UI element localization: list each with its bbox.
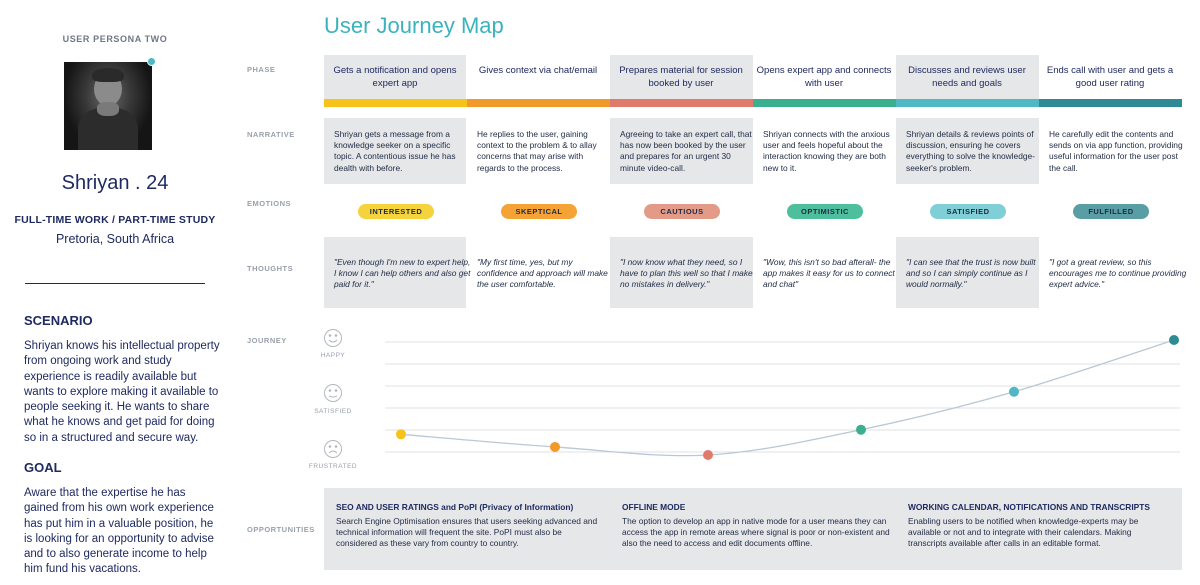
sad-face-icon	[324, 440, 342, 458]
opportunity-title: OFFLINE MODE	[622, 502, 686, 512]
emotion-badge: FULFILLED	[1073, 204, 1149, 219]
happy-face-icon	[324, 329, 342, 347]
thought-text: "I can see that the trust is now built a…	[906, 257, 1036, 290]
narrative-text: Shriyan details & reviews points of disc…	[906, 129, 1035, 173]
journey-point	[703, 450, 713, 460]
divider	[25, 283, 205, 284]
thought-text: "Even though I'm new to expert help, I k…	[334, 257, 471, 290]
thought-text: "I now know what they need, so I have to…	[620, 257, 753, 290]
journey-point	[1009, 386, 1019, 397]
persona-location: Pretoria, South Africa	[55, 232, 175, 246]
phase-label: Ends call with user and gets a good user…	[1046, 65, 1174, 89]
level-label-happy: HAPPY	[320, 352, 346, 359]
level-label-frustrated: FRUSTRATED	[308, 463, 358, 470]
persona-label: USER PERSONA TWO	[62, 34, 168, 44]
journey-point	[550, 441, 560, 452]
map-title: User Journey Map	[324, 13, 504, 38]
emotion-badge: SKEPTICAL	[501, 204, 577, 219]
thought-box	[896, 237, 1039, 308]
phase-label: Prepares material for session booked by …	[619, 65, 743, 89]
thought-text: "Wow, this isn't so bad afterall- the ap…	[763, 257, 895, 290]
thought-text: "I got a great review, so this encourage…	[1049, 257, 1187, 290]
journey-curve	[400, 339, 1175, 457]
narrative-box	[324, 118, 466, 184]
opportunity-text: Search Engine Optimisation ensures that …	[336, 516, 598, 548]
persona-photo	[64, 62, 152, 150]
status-dot	[147, 57, 156, 66]
phase-band	[896, 99, 1039, 107]
phase-label: Gets a notification and opens expert app	[333, 65, 457, 89]
journey-point	[856, 424, 866, 435]
neutral-face-icon	[324, 384, 342, 402]
phase-label: Discusses and reviews user needs and goa…	[908, 65, 1026, 89]
level-label-satisfied: SATISFIED	[314, 408, 352, 415]
phase-label: Gives context via chat/email	[478, 65, 598, 76]
phase-band	[1039, 99, 1182, 107]
goal-heading: GOAL	[24, 460, 62, 475]
narrative-text: He replies to the user, gaining context …	[477, 129, 597, 173]
phase-label: Opens expert app and connects with user	[756, 65, 892, 89]
narrative-text: Shriyan connects with the anxious user a…	[763, 129, 890, 173]
opportunity-text: The option to develop an app in native m…	[622, 516, 890, 548]
narrative-text: Agreeing to take an expert call, that ha…	[620, 129, 752, 173]
row-label-opportunities: OPPORTUNITIES	[247, 525, 315, 534]
phase-band	[467, 99, 610, 107]
scenario-heading: SCENARIO	[24, 313, 93, 328]
phase-box	[610, 55, 753, 99]
emotion-badge: CAUTIOUS	[644, 204, 720, 219]
thought-box	[610, 237, 753, 308]
phase-box	[896, 55, 1039, 99]
phase-band	[324, 99, 467, 107]
phase-band	[610, 99, 753, 107]
emotion-badge: INTERESTED	[358, 204, 434, 219]
goal-text: Aware that the expertise he has gained f…	[24, 487, 214, 576]
emotion-badge: SATISFIED	[930, 204, 1006, 219]
opportunities-panel	[324, 488, 1182, 570]
row-label-journey: JOURNEY	[247, 336, 287, 345]
phase-box	[324, 55, 466, 99]
row-label-emotions: EMOTIONS	[247, 199, 292, 208]
emotion-badge: OPTIMISTIC	[787, 204, 863, 219]
thought-text: "My first time, yes, but my confidence a…	[477, 257, 608, 290]
narrative-box	[896, 118, 1039, 184]
row-label-thoughts: THOUGHTS	[247, 264, 294, 273]
narrative-box	[610, 118, 753, 184]
journey-point	[1169, 335, 1179, 345]
scenario-text: Shriyan knows his intellectual property …	[24, 340, 220, 444]
opportunity-text: Enabling users to be notified when knowl…	[908, 516, 1139, 548]
row-label-phase: PHASE	[247, 65, 276, 74]
thought-box	[324, 237, 466, 308]
phase-band	[753, 99, 896, 107]
row-label-narrative: NARRATIVE	[247, 130, 295, 139]
narrative-text: He carefully edit the contents and sends…	[1049, 129, 1183, 173]
narrative-text: Shriyan gets a message from a knowledge …	[334, 129, 456, 173]
journey-gridlines	[385, 341, 1180, 453]
journey-point	[396, 429, 406, 440]
persona-name: Shriyan . 24	[61, 172, 169, 194]
opportunity-title: SEO AND USER RATINGS and PoPI (Privacy o…	[336, 502, 574, 512]
opportunity-title: WORKING CALENDAR, NOTIFICATIONS AND TRAN…	[908, 502, 1150, 512]
persona-work: FULL-TIME WORK / PART-TIME STUDY	[14, 214, 216, 226]
